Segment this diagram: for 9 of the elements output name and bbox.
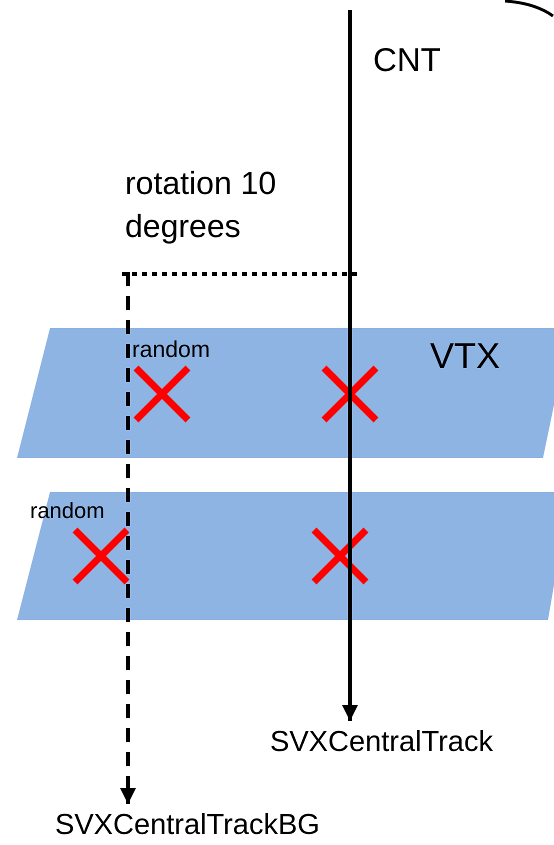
hit-label: random	[132, 336, 210, 364]
track-label: SVXCentralTrackBG	[55, 808, 385, 845]
track-label: CNT	[373, 40, 442, 80]
rotation-note: rotation 10 degrees	[125, 164, 278, 246]
arrow	[120, 272, 136, 804]
track-label: SVXCentralTrack	[270, 725, 554, 765]
hit-label: random	[30, 498, 105, 524]
layer-name: VTX	[430, 334, 500, 378]
arrow	[342, 10, 358, 721]
